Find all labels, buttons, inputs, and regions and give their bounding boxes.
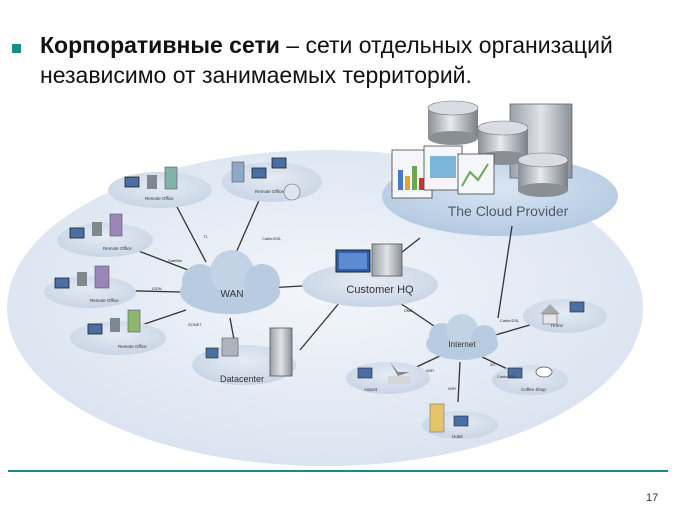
title-rest: – сети отдельных организаций независимо … xyxy=(40,32,613,88)
link-label-sonet: SONET xyxy=(188,322,202,327)
link-label-satellite: Satellite xyxy=(168,258,183,263)
internet-cloud xyxy=(426,314,498,360)
customer-hq-label: Customer HQ xyxy=(346,284,414,296)
network-diagram: WAN Customer HQ The Cloud Provider Inter… xyxy=(7,100,643,466)
link-label-t1: T1 xyxy=(203,234,208,239)
page-number: 17 xyxy=(646,492,659,504)
link-label-wifi-2: WiFi xyxy=(448,386,456,391)
remote-office-label-4: Remote Office xyxy=(90,298,119,303)
link-label-3g: 3G xyxy=(490,362,495,367)
remote-office-label-2: Remote Office xyxy=(255,189,284,194)
link-label-wifi-1: WiFi xyxy=(426,368,434,373)
link-labels: T1 Cable/DSL Satellite ISDN SONET DMZ Ca… xyxy=(152,234,520,391)
link-label-dmz: DMZ xyxy=(404,308,413,313)
internet-label: Internet xyxy=(448,340,476,349)
footer-divider xyxy=(8,470,668,472)
wan-label: WAN xyxy=(221,289,244,300)
remote-office-devices xyxy=(54,157,301,335)
link-label-cable-dsl-2: Cable/DSL xyxy=(500,318,520,323)
remote-office-label-1: Remote Office xyxy=(145,196,174,201)
remote-office-label-3: Remote Office xyxy=(103,246,132,251)
hotel-label: Hotel xyxy=(452,434,463,439)
title-bold: Корпоративные сети xyxy=(40,32,280,58)
link-label-cable-dsl-1: Cable/DSL xyxy=(262,236,282,241)
home-label: Home xyxy=(551,323,564,328)
cloud-provider-servers xyxy=(391,100,573,199)
customer-hq-equipment xyxy=(335,243,403,277)
slide-title: Корпоративные сети – сети отдельных орга… xyxy=(40,30,670,90)
datacenter-label: Datacenter xyxy=(220,374,264,384)
airport-label: Airport xyxy=(364,387,378,392)
cloud-provider-label: The Cloud Provider xyxy=(448,203,569,219)
mobile-site-devices xyxy=(357,301,585,433)
bullet-square-icon xyxy=(12,44,21,53)
link-label-cable-dsl-3: Cable/DSL xyxy=(497,374,517,379)
wan-cloud xyxy=(180,250,280,314)
link-label-isdn: ISDN xyxy=(152,286,162,291)
coffee-shop-label: Coffee Shop xyxy=(521,387,546,392)
datacenter-equipment xyxy=(205,327,293,377)
site-labels: Remote Office Remote Office Remote Offic… xyxy=(90,189,564,439)
remote-office-label-5: Remote Office xyxy=(118,344,147,349)
